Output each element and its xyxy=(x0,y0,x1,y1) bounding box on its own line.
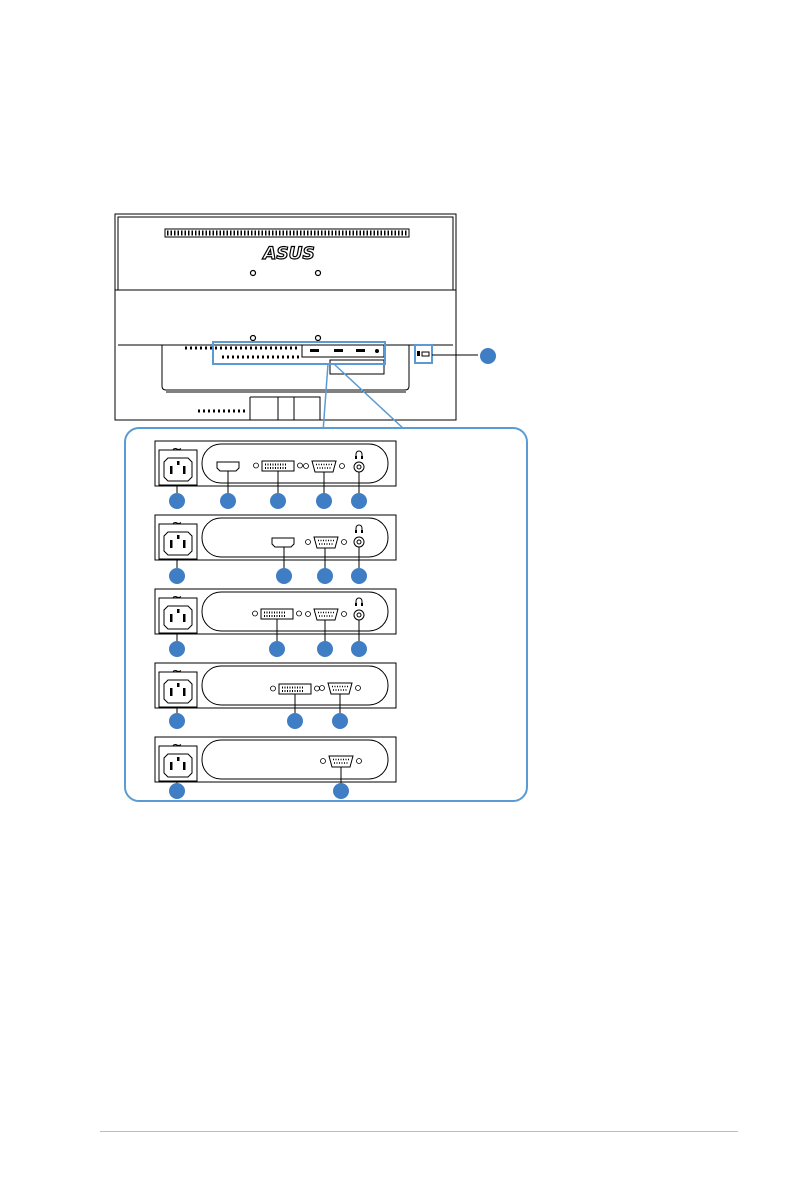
ac-power-port xyxy=(159,598,197,633)
ac-power-port xyxy=(159,450,197,485)
io-panel-5: ~ xyxy=(155,737,396,782)
io-panel-3: ~ xyxy=(155,589,396,634)
io-panel-4: ~ xyxy=(155,663,396,708)
footer-rule xyxy=(100,1131,738,1132)
ac-power-port xyxy=(159,524,197,559)
ac-power-port xyxy=(159,672,197,707)
io-panel-2: ~ xyxy=(155,515,396,560)
ac-power-port xyxy=(159,746,197,781)
hdmi-port xyxy=(272,538,294,547)
callout-lock xyxy=(480,348,496,364)
asus-logo: ASUS xyxy=(254,244,324,264)
io-panel-1: ~ xyxy=(155,441,396,486)
hdmi-port xyxy=(217,462,239,471)
asus-logo-text: ASUS xyxy=(261,244,314,264)
